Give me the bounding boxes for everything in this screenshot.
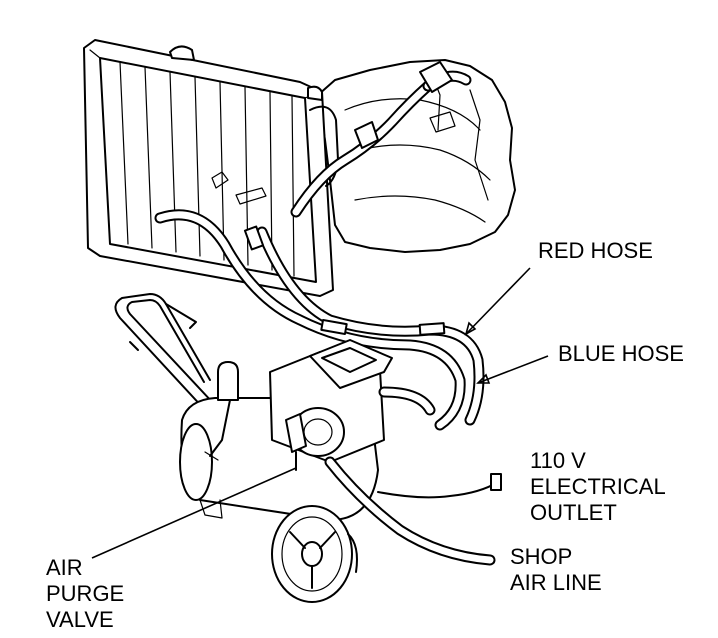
engine-block [317, 59, 516, 253]
electrical-outlet-label: 110 V ELECTRICAL OUTLET [530, 448, 666, 525]
leader-lines [91, 267, 549, 559]
radiator [83, 39, 339, 297]
blue-hose [154, 209, 466, 431]
air-purge-valve-label-line2: PURGE [46, 581, 124, 606]
blue-hose-label: BLUE HOSE [558, 341, 684, 366]
red-hose [256, 226, 485, 426]
upper-hoses [290, 61, 472, 218]
electrical-outlet-label-line1: 110 V [530, 448, 586, 473]
electrical-outlet-label-line2: ELECTRICAL [530, 474, 666, 499]
flush-machine [114, 293, 436, 521]
air-purge-valve-label-line1: AIR [46, 555, 83, 580]
air-purge-valve-label: AIR PURGE VALVE [46, 555, 124, 632]
electrical-cord [377, 473, 502, 499]
shop-air-line-label: SHOP AIR LINE [510, 544, 602, 595]
shop-air-line-label-line1: SHOP [510, 544, 572, 569]
electrical-outlet-label-line3: OUTLET [530, 500, 617, 525]
air-purge-valve-label-line3: VALVE [46, 607, 114, 632]
hose-couplers [243, 225, 446, 336]
red-hose-label: RED HOSE [538, 238, 653, 263]
wheel [271, 505, 358, 603]
shop-air-line [324, 456, 496, 566]
shop-air-line-label-line2: AIR LINE [510, 570, 602, 595]
